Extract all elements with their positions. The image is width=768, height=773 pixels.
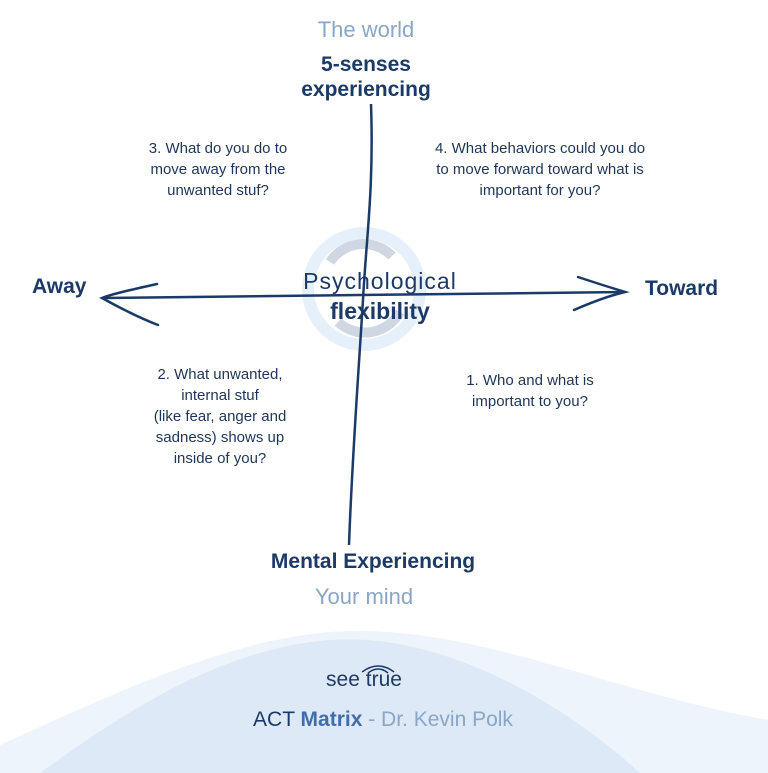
q2-line: internal stuf [181,387,259,404]
top-light-label: The world [317,17,415,42]
center-line-2: flexibility [330,298,430,324]
q2-line: (like fear, anger and [153,408,287,425]
center-line-1: Psychological [303,268,457,294]
q4-line: to move forward toward what is [436,161,644,178]
horizontal-axis [101,290,626,300]
wifi-signal-icon [361,665,395,674]
q1-line: 1. Who and what is [466,372,594,389]
top-bold-label: 5-senses experiencing [301,52,431,102]
away-label: Away [32,275,87,298]
q2-line: sadness) shows up [155,429,285,446]
q1-line: important to you? [472,393,588,410]
quadrant-2-text: 2. What unwanted, internal stuf (like fe… [130,364,310,469]
q3-line: 3. What do you do to [148,140,288,157]
arrowhead-left [99,282,160,327]
bottom-bold-label: Mental Experiencing [270,550,476,573]
quadrant-4-text: 4. What behaviors could you do to move f… [410,138,670,201]
footer-title-author: - Dr. Kevin Polk [362,708,513,731]
q3-line: move away from the [150,161,286,178]
quadrant-1-text: 1. Who and what is important to you? [440,370,620,412]
q3-line: unwanted stuf? [167,182,269,199]
logo-see: see [326,668,360,691]
q2-line: inside of you? [173,450,267,467]
wave-mid [40,639,640,773]
footer-title-matrix: Matrix [300,708,363,731]
vertical-axis [347,103,373,546]
bottom-light-label: Your mind [314,584,414,609]
q2-line: 2. What unwanted, [157,366,283,383]
q4-line: important for you? [479,182,601,199]
quadrant-3-text: 3. What do you do to move away from the … [128,138,308,201]
q4-line: 4. What behaviors could you do [434,140,646,157]
toward-label: Toward [645,277,719,300]
top-bold-line-2: experiencing [301,78,431,101]
arrowhead-right [572,275,630,312]
logo-true: true [365,668,402,691]
footer-title: ACT Matrix - Dr. Kevin Polk [253,708,513,732]
footer-title-prefix: ACT [253,708,301,731]
seetrue-logo: see true [326,665,402,692]
top-bold-line-1: 5-senses [321,53,411,76]
